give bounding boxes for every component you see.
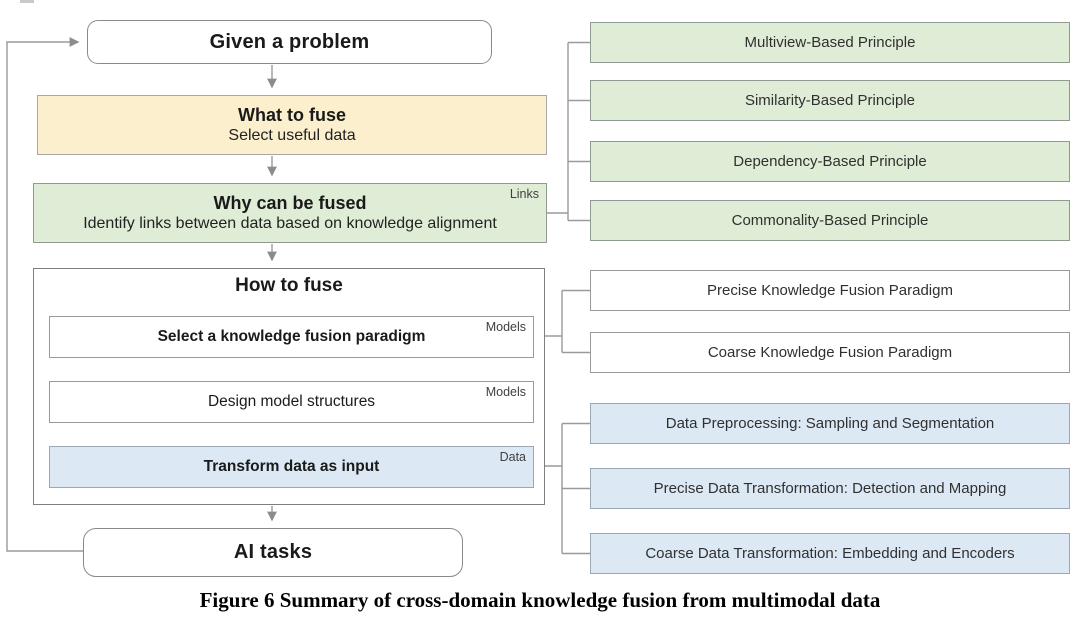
what-to-fuse-subtitle: Select useful data: [228, 127, 356, 144]
models-connector: [533, 289, 590, 354]
select-paradigm-label: Select a knowledge fusion paradigm: [157, 328, 426, 345]
figure-caption: Figure 6 Summary of cross-domain knowled…: [199, 588, 881, 612]
principle-label: Multiview-Based Principle: [744, 34, 916, 51]
design-structures-box: Models Design model structures: [49, 381, 534, 423]
principle-box-commonality: Commonality-Based Principle: [590, 200, 1070, 241]
transform-box-coarse: Coarse Data Transformation: Embedding an…: [590, 533, 1070, 574]
data-tag: Data: [499, 450, 526, 464]
transform-label: Coarse Data Transformation: Embedding an…: [645, 545, 1015, 562]
paradigm-label: Precise Knowledge Fusion Paradigm: [707, 282, 953, 299]
given-problem-label: Given a problem: [209, 30, 370, 53]
transform-label: Precise Data Transformation: Detection a…: [653, 480, 1007, 497]
design-structures-label: Design model structures: [207, 393, 376, 410]
ai-tasks-label: AI tasks: [233, 541, 313, 563]
how-to-fuse-container: How to fuse Models Select a knowledge fu…: [33, 268, 545, 505]
models-tag-1: Models: [485, 320, 526, 334]
what-to-fuse-box: What to fuse Select useful data: [37, 95, 547, 155]
paradigm-box-coarse: Coarse Knowledge Fusion Paradigm: [590, 332, 1070, 373]
what-to-fuse-title: What to fuse: [238, 105, 346, 125]
paradigm-label: Coarse Knowledge Fusion Paradigm: [707, 344, 953, 361]
principle-label: Dependency-Based Principle: [733, 153, 927, 170]
select-paradigm-box: Models Select a knowledge fusion paradig…: [49, 316, 534, 358]
transform-data-label: Transform data as input: [203, 458, 380, 475]
why-fused-box: Links Why can be fused Identify links be…: [33, 183, 547, 243]
transform-data-box: Data Transform data as input: [49, 446, 534, 488]
feedback-loop-line: [6, 37, 83, 552]
transform-box-preprocessing: Data Preprocessing: Sampling and Segment…: [590, 403, 1070, 444]
data-connector: [533, 422, 590, 555]
why-fused-title: Why can be fused: [213, 193, 367, 213]
transform-box-precise: Precise Data Transformation: Detection a…: [590, 468, 1070, 509]
given-problem-box: Given a problem: [87, 20, 492, 64]
why-fused-subtitle: Identify links between data based on kno…: [83, 215, 497, 232]
principle-box-similarity: Similarity-Based Principle: [590, 80, 1070, 121]
transform-label: Data Preprocessing: Sampling and Segment…: [665, 415, 995, 432]
principle-box-dependency: Dependency-Based Principle: [590, 141, 1070, 182]
ai-tasks-box: AI tasks: [83, 528, 463, 577]
principle-box-multiview: Multiview-Based Principle: [590, 22, 1070, 63]
principle-label: Commonality-Based Principle: [731, 212, 929, 229]
page-artifact: [20, 0, 34, 3]
how-to-fuse-title: How to fuse: [235, 275, 343, 296]
links-connector: [547, 41, 590, 222]
models-tag-2: Models: [485, 385, 526, 399]
principle-label: Similarity-Based Principle: [744, 92, 916, 109]
links-tag: Links: [509, 187, 539, 201]
paradigm-box-precise: Precise Knowledge Fusion Paradigm: [590, 270, 1070, 311]
